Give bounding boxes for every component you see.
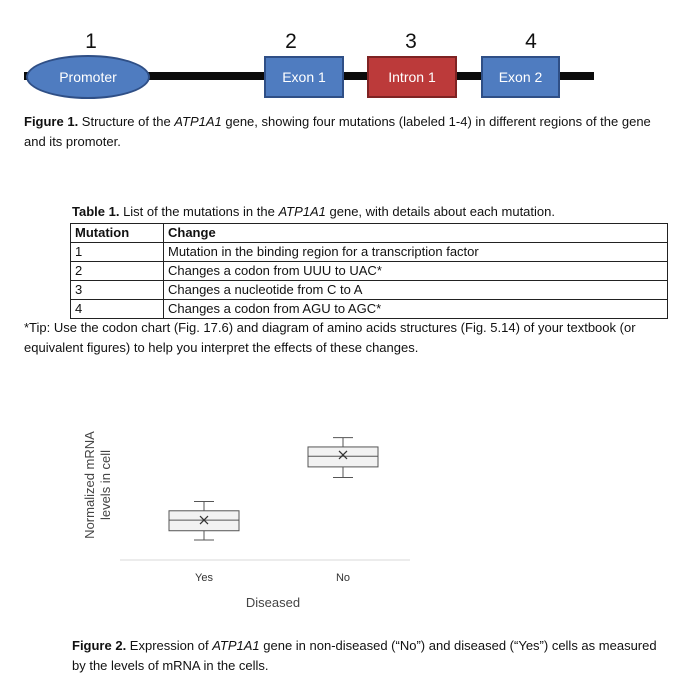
table1-title-label: Table 1. [72, 204, 120, 219]
mean-marker [199, 515, 209, 525]
mean-marker [338, 450, 348, 460]
figure1-caption-gene: ATP1A1 [174, 114, 222, 129]
header-mutation: Mutation [70, 223, 164, 243]
mutation-change: Mutation in the binding region for a tra… [163, 242, 668, 262]
table-header-row: Mutation Change [70, 223, 668, 243]
figure2-caption-gene: ATP1A1 [212, 638, 260, 653]
mutation-number-4: 4 [525, 30, 537, 53]
figure1-caption-post: gene, showing four mutations (labeled 1-… [24, 114, 651, 149]
y-axis-title-line1: Normalized mRNA [82, 431, 97, 539]
mutation-change: Changes a codon from AGU to AGC* [163, 299, 668, 319]
x-axis-title: Diseased [246, 595, 300, 610]
codon-tip: *Tip: Use the codon chart (Fig. 17.6) an… [24, 320, 636, 355]
intron1-label: Intron 1 [388, 69, 436, 85]
table1-title-pre: List of the mutations in the [119, 204, 279, 219]
mutation-number-1: 1 [85, 30, 97, 53]
mutation-number-3: 3 [405, 30, 417, 53]
mutation-id: 1 [70, 242, 164, 262]
exon2-label: Exon 2 [498, 69, 543, 85]
promoter-region: Promoter [26, 55, 150, 99]
mutation-id: 3 [70, 280, 164, 300]
table1-title: Table 1. List of the mutations in the AT… [72, 202, 672, 222]
table1-title-gene: ATP1A1 [278, 204, 326, 219]
promoter-label: Promoter [59, 69, 117, 85]
x-tick-label: No [336, 572, 350, 584]
header-change: Change [163, 223, 668, 243]
intron1-region: Intron 1 [367, 56, 457, 98]
figure1-caption: Figure 1. Structure of the ATP1A1 gene, … [24, 112, 664, 152]
table-row: 4 Changes a codon from AGU to AGC* [70, 299, 668, 319]
figure2-caption: Figure 2. Expression of ATP1A1 gene in n… [72, 636, 662, 676]
figure1-caption-pre: Structure of the [78, 114, 175, 129]
mutation-number-2: 2 [285, 30, 297, 53]
table-row: 3 Changes a nucleotide from C to A [70, 280, 668, 300]
x-tick-label: Yes [195, 572, 213, 584]
figure2-caption-label: Figure 2. [72, 638, 127, 653]
exon1-label: Exon 1 [282, 69, 326, 85]
exon2-region: Exon 2 [481, 56, 560, 98]
y-axis-title-line2: levels in cell [98, 450, 113, 520]
figure2-caption-pre: Expression of [126, 638, 213, 653]
table1-title-post: gene, with details about each mutation. [325, 204, 555, 219]
mutation-change: Changes a codon from UUU to UAC* [163, 261, 668, 281]
figure2-caption-post: gene in non-diseased (“No”) and diseased… [72, 638, 657, 673]
mutation-change: Changes a nucleotide from C to A [163, 280, 668, 300]
box-iqr [307, 446, 379, 468]
mutations-table: Mutation Change 1 Mutation in the bindin… [70, 223, 668, 319]
figure1-caption-label: Figure 1. [24, 114, 79, 129]
mutation-id: 4 [70, 299, 164, 319]
table-row: 2 Changes a codon from UUU to UAC* [70, 261, 668, 281]
table-row: 1 Mutation in the binding region for a t… [70, 242, 668, 262]
exon1-region: Exon 1 [264, 56, 344, 98]
mutation-id: 2 [70, 261, 164, 281]
